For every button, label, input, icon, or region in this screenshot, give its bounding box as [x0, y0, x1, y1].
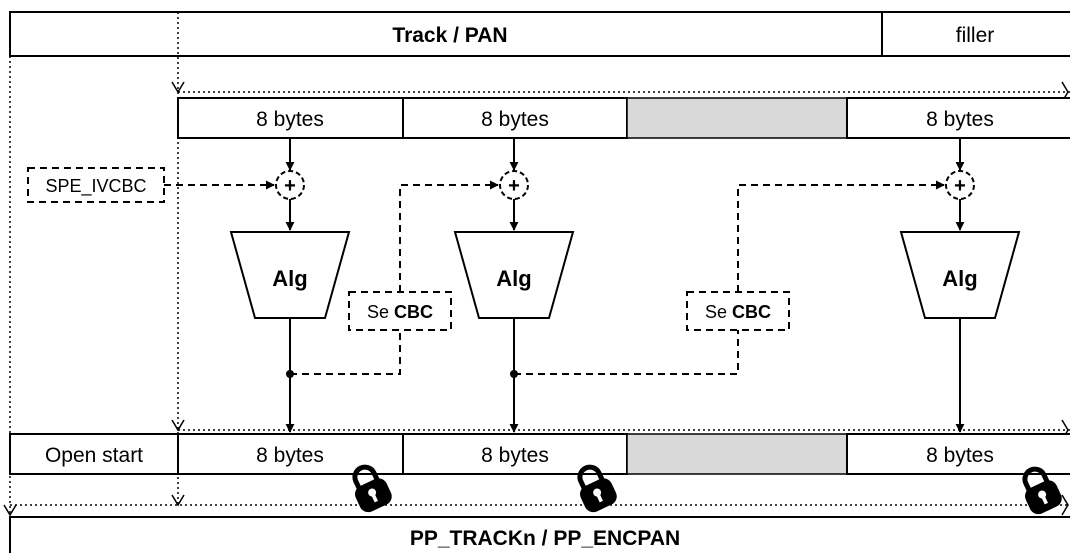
alg-block-3: [899, 231, 1021, 319]
se-cbc-label-2: Se CBC: [705, 302, 771, 322]
track-pan-label: Track / PAN: [392, 24, 507, 47]
feedback-line-1-lower: [290, 330, 401, 375]
feedback-line-1-upper: [399, 180, 499, 292]
xor-icon-1: [275, 170, 305, 200]
output-block-2-label: 8 bytes: [481, 444, 549, 467]
output-gap-block: [626, 433, 848, 475]
track-pan-box: [9, 11, 883, 57]
open-start-box: [9, 433, 179, 475]
iv-box: SPE_IVCBC: [27, 167, 165, 203]
input-guide-arrow: [171, 81, 185, 94]
alg-label-1: Alg: [272, 266, 307, 291]
footer-guide-arrow-mid: [171, 494, 185, 507]
output-block-1-label: 8 bytes: [256, 444, 324, 467]
footer-guide-arrow-left: [3, 504, 17, 517]
input-block-2-label: 8 bytes: [481, 108, 549, 131]
cbc-feedback-2: Se CBC: [514, 180, 945, 375]
open-start-label: Open start: [45, 444, 143, 467]
xor-symbol-2: +: [508, 175, 520, 197]
column-1: + Alg: [164, 138, 351, 433]
output-block-3-label: 8 bytes: [926, 444, 994, 467]
input-blocks-row: 8 bytes 8 bytes 8 bytes: [177, 97, 1070, 139]
se-cbc-box-2: [686, 291, 790, 331]
alg-block-2: [453, 231, 575, 319]
column-2: + Alg: [453, 138, 575, 433]
input-block-3: [846, 97, 1070, 139]
input-block-3-label: 8 bytes: [926, 108, 994, 131]
alg-label-2: Alg: [496, 266, 531, 291]
xor-symbol-3: +: [954, 175, 966, 197]
footer-guide-arrow-right: [1061, 494, 1069, 516]
alg-block-1: [229, 231, 351, 319]
footer-label: PP_TRACKn / PP_ENCPAN: [410, 527, 680, 550]
feedback-line-2-lower: [514, 330, 739, 375]
footer-box: [9, 516, 1070, 553]
iv-label: SPE_IVCBC: [45, 176, 146, 197]
footer-row: PP_TRACKn / PP_ENCPAN: [9, 516, 1070, 553]
se-cbc-label-1: Se CBC: [367, 302, 433, 322]
alg-label-3: Alg: [942, 266, 977, 291]
filler-label: filler: [956, 24, 995, 47]
xor-symbol-1: +: [284, 175, 296, 197]
xor-icon-2: [499, 170, 529, 200]
input-block-1-label: 8 bytes: [256, 108, 324, 131]
feedback-line-2-upper: [737, 180, 945, 292]
input-gap-block: [626, 97, 848, 139]
filler-box: [881, 11, 1070, 57]
se-cbc-box-1: [348, 291, 452, 331]
header-row: Track / PAN filler: [9, 11, 1070, 57]
cbc-feedback-1: Se CBC: [290, 180, 499, 375]
xor-icon-3: [945, 170, 975, 200]
column-3: + Alg: [899, 138, 1021, 433]
output-blocks-row: Open start 8 bytes 8 bytes 8 bytes: [9, 433, 1070, 475]
output-guide-arrow: [171, 419, 185, 432]
